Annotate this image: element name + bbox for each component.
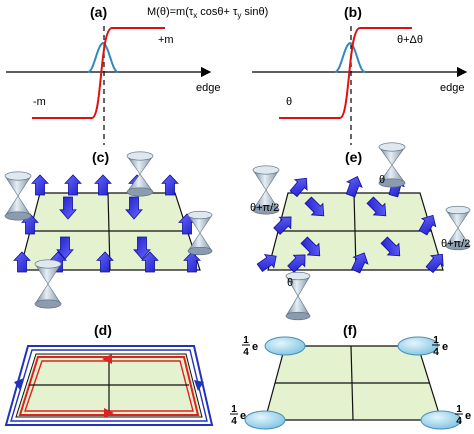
cone-label-right: θ+π/2 — [441, 238, 470, 250]
bulk-arrow-e — [380, 236, 401, 257]
bulk-arrow-e — [300, 236, 321, 257]
edge-arrow-c — [96, 251, 114, 273]
panel-e-cones — [252, 142, 471, 321]
edge-arrow-c — [183, 251, 201, 273]
panel-c: (c) — [4, 149, 213, 309]
svg-text:4: 4 — [433, 347, 439, 358]
edge-arrow-e — [351, 252, 369, 274]
svg-text:4: 4 — [243, 347, 249, 358]
svg-text:e: e — [465, 410, 471, 422]
edge-arrow-e — [289, 177, 308, 198]
bulk-arrow-e — [304, 196, 325, 217]
panel-e-label: (e) — [345, 149, 362, 165]
bulk-arrow-c — [125, 196, 143, 220]
panel-b-bump-curve — [334, 41, 366, 73]
svg-text:1: 1 — [243, 335, 249, 346]
quarter-charge-disk — [244, 410, 286, 430]
edge-arrow-e — [273, 216, 292, 235]
panel-c-cones — [4, 151, 213, 309]
dirac-cone-top — [126, 151, 154, 197]
panel-b-axis-label: edge — [440, 82, 464, 94]
edge-arrow-e — [425, 253, 444, 274]
edge-arrow-c — [161, 174, 179, 196]
bulk-arrow-c — [56, 236, 74, 260]
bulk-arrow-e — [366, 196, 387, 217]
svg-text:e: e — [240, 410, 246, 422]
quarter-charge-disk — [264, 336, 306, 356]
magnetization-formula: M(θ)=m(τx cosθ+ τy sinθ) — [147, 6, 268, 20]
panel-d-blue-arrow-left — [14, 378, 24, 390]
panel-d-red-arrow-top — [102, 354, 112, 364]
edge-arrow-c — [13, 251, 31, 273]
dirac-cone-e-left — [252, 165, 280, 215]
dirac-cone-e-right — [445, 205, 471, 251]
panel-c-label: (c) — [92, 149, 109, 165]
dirac-cone-left — [4, 171, 32, 221]
panel-b-lower-label: θ — [286, 96, 292, 108]
dirac-cone-right — [187, 210, 213, 256]
bulk-arrow-c — [133, 236, 151, 260]
dirac-cone-e-top — [378, 142, 406, 188]
panel-d-red-border-inner — [24, 360, 194, 412]
panel-f-label: (f) — [343, 322, 357, 338]
panel-b-upper-label: θ+Δθ — [397, 34, 423, 46]
panel-e: (e) θ+π/2 θ θ+π/2 θ — [250, 142, 471, 321]
panel-a-plus-m: +m — [158, 34, 174, 46]
panel-b-label: (b) — [344, 4, 362, 20]
edge-arrow-e — [345, 176, 363, 198]
panel-b-step-curve — [279, 27, 412, 119]
svg-text:e: e — [252, 341, 258, 353]
panel-d: (d) — [4, 322, 214, 426]
edge-arrow-c — [64, 174, 82, 196]
panel-c-arrows — [13, 174, 201, 273]
svg-text:4: 4 — [456, 416, 462, 427]
panel-d-red-border — [18, 356, 200, 416]
svg-text:1: 1 — [433, 335, 439, 346]
panel-d-blue-border — [4, 345, 214, 426]
panel-f-grid-v — [350, 345, 354, 421]
panel-a-label: (a) — [90, 4, 107, 20]
panel-d-label: (d) — [94, 322, 112, 338]
cone-label-left: θ+π/2 — [250, 202, 279, 214]
panel-a-bump-curve — [87, 41, 119, 73]
panel-a-minus-m: -m — [33, 96, 46, 108]
edge-arrow-e — [256, 253, 277, 272]
edge-arrow-c — [94, 174, 112, 196]
dirac-cone-e-bottom — [285, 271, 311, 321]
edge-arrow-c — [141, 251, 159, 273]
cone-label-bottom: θ — [287, 277, 293, 289]
svg-text:4: 4 — [231, 416, 237, 427]
panel-d-blue-arrow-right — [194, 380, 204, 391]
edge-arrow-c — [31, 174, 49, 196]
edge-arrow-e — [418, 214, 437, 236]
svg-text:1: 1 — [456, 404, 462, 415]
svg-text:e: e — [442, 341, 448, 353]
quarter-charge-disk — [420, 410, 462, 430]
dirac-cone-bottom — [34, 259, 62, 309]
panel-a-axis-label: edge — [196, 82, 220, 94]
bulk-arrow-c — [59, 196, 77, 220]
panel-a: (a) M(θ)=m(τx cosθ+ τy sinθ) +m -m edge — [6, 4, 268, 145]
quarter-charge-disk — [397, 336, 439, 356]
panel-d-red-arrow-bottom — [104, 408, 114, 418]
panel-d-blue-border-inner — [10, 349, 208, 422]
cone-label-top: θ — [379, 174, 385, 186]
panel-b: (b) θ+Δθ θ edge — [252, 4, 468, 145]
edge-arrow-e — [287, 254, 306, 273]
panel-a-step-curve — [32, 27, 165, 119]
svg-text:1: 1 — [231, 404, 237, 415]
